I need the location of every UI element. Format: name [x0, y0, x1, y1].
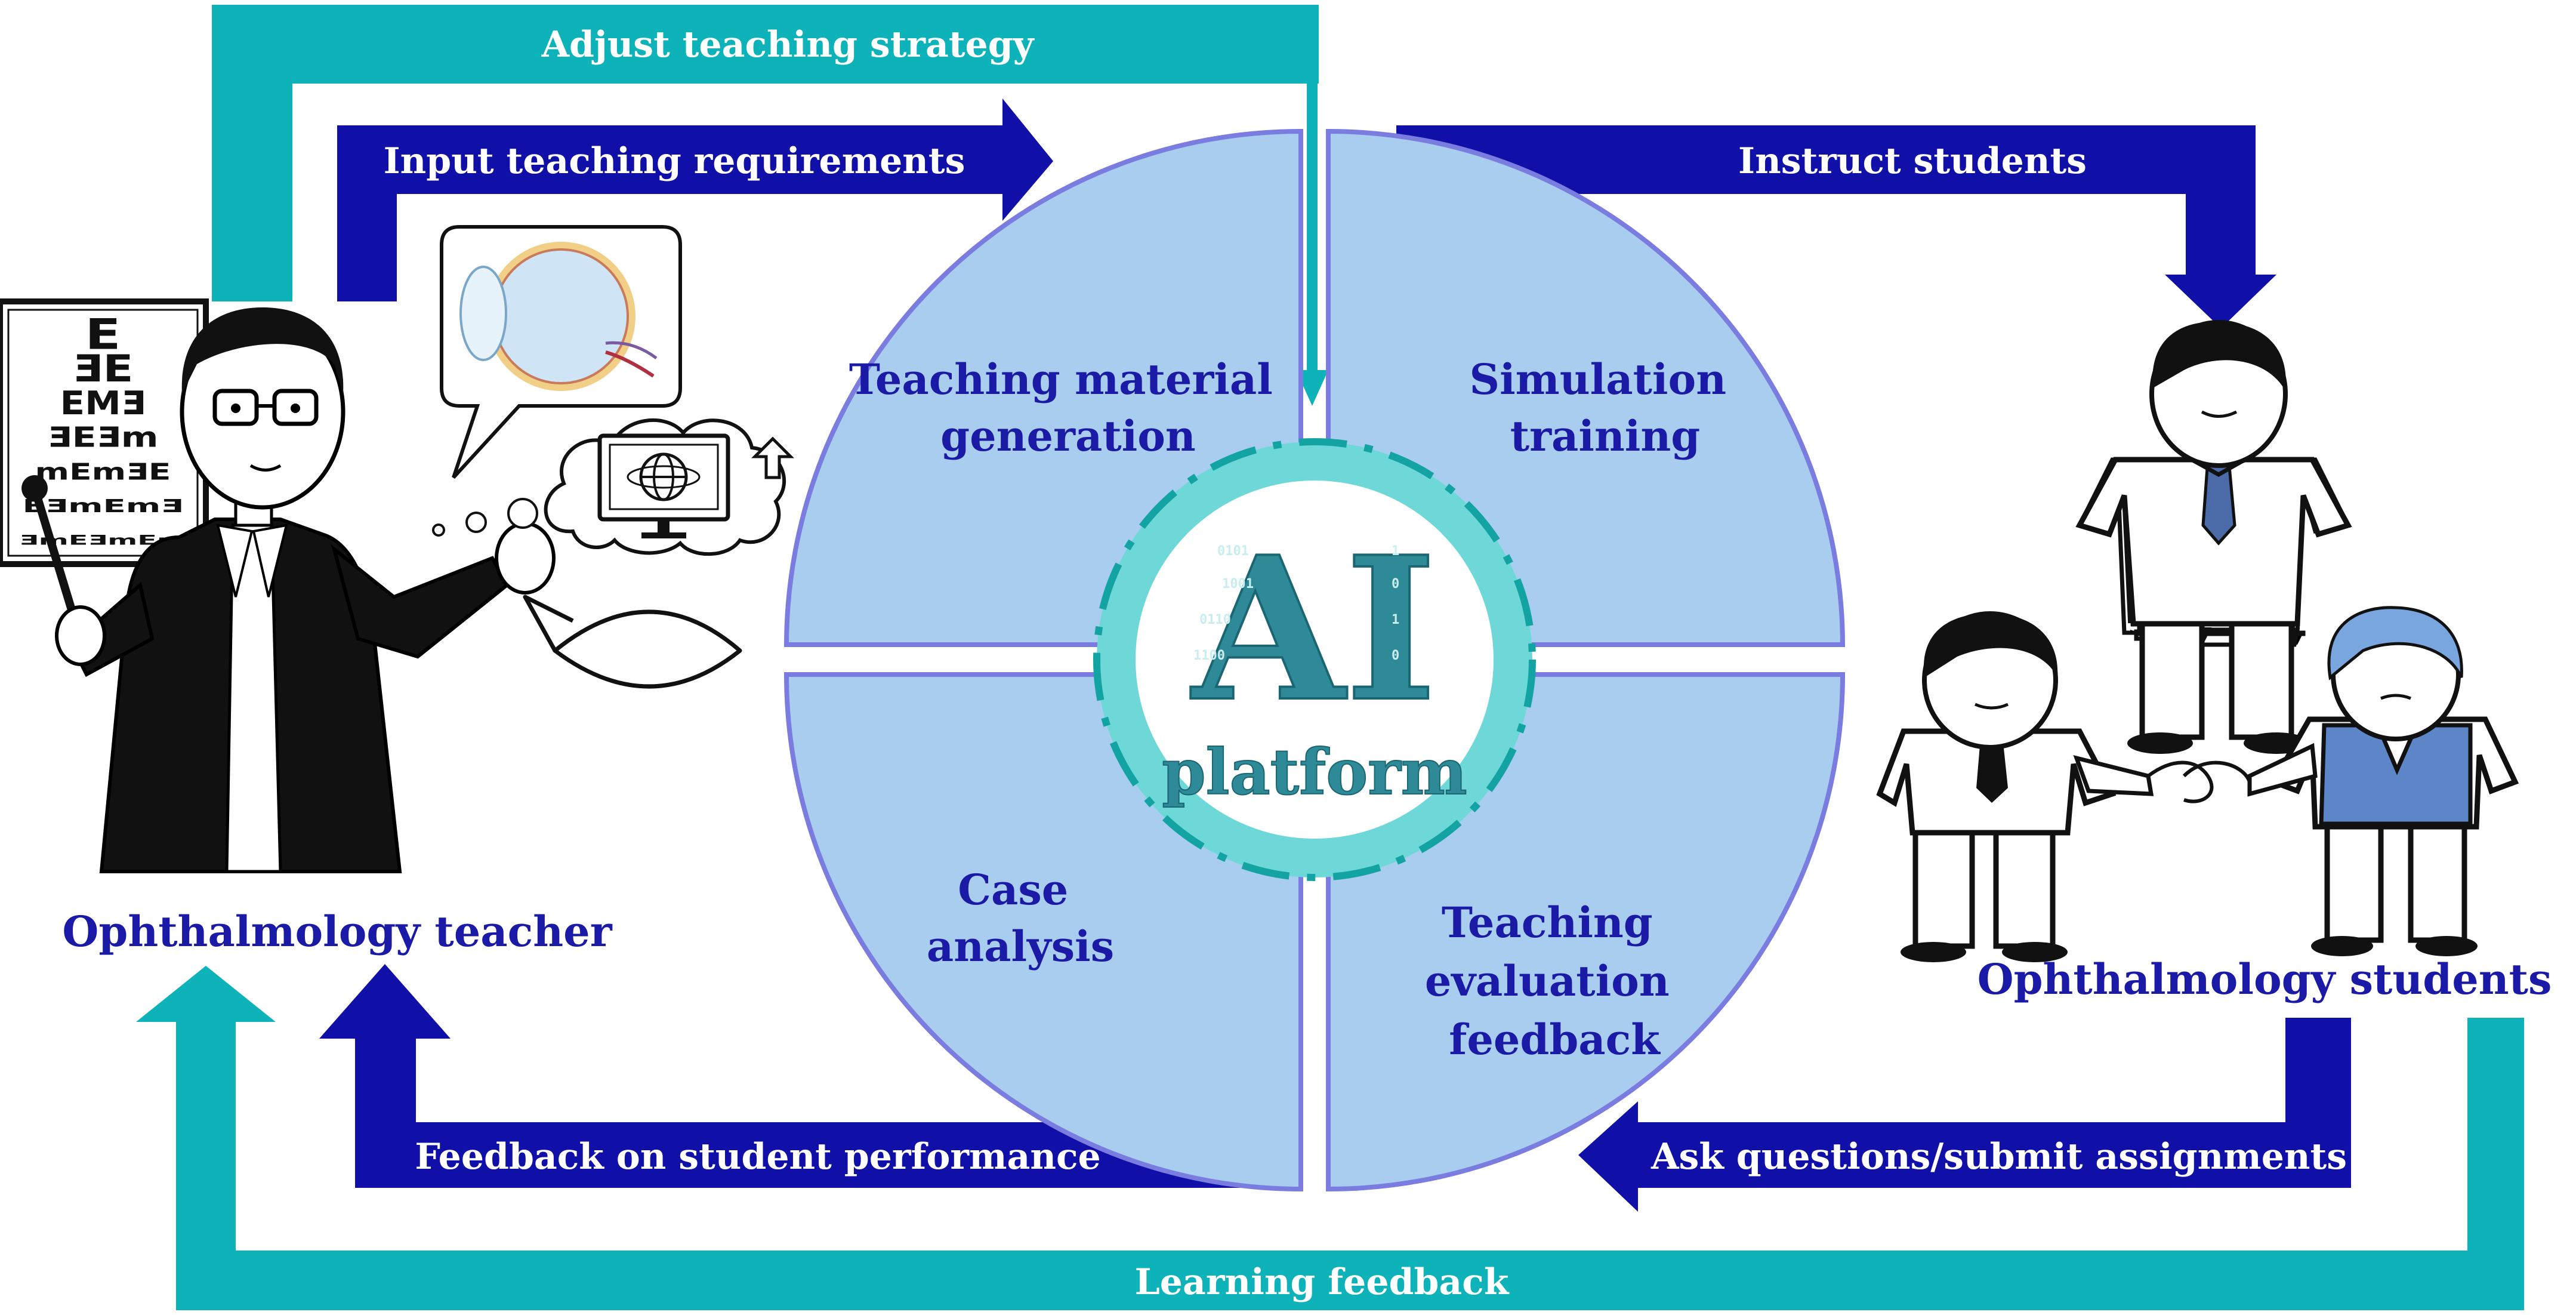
binary-code-icon: 0101 1001 0110 1100 1 0 1 0 — [1193, 544, 1399, 663]
student-top-leg-right-person — [2229, 612, 2294, 740]
input-requirements-body — [337, 98, 1053, 301]
adjust-strategy-arrowhead — [1296, 370, 1328, 406]
input-requirements-label: Input teaching requirements — [384, 140, 965, 182]
instruct-students-label: Instruct students — [1738, 140, 2087, 182]
eye-chart-row: EMƎ — [60, 384, 146, 422]
ask-questions-body — [1578, 1018, 2351, 1212]
student-top-leg-left-person — [2139, 612, 2205, 740]
quadrant-label-line: Teaching — [1442, 898, 1653, 947]
eye-chart-row: EƎmEmƎ — [23, 496, 184, 517]
quadrant-label-line: feedback — [1449, 1015, 1661, 1064]
student-right-arm — [2247, 743, 2318, 797]
students-label: Ophthalmology students — [1977, 954, 2552, 1004]
feedback-performance-body — [319, 964, 1283, 1188]
student-top-shoe-left — [2127, 732, 2193, 754]
student-top-torso — [2075, 457, 2352, 627]
quadrant-label-line: Teaching material — [849, 355, 1273, 404]
instruct-students-arrow: Instruct students — [1396, 125, 2276, 328]
student-left-person — [1876, 611, 2154, 962]
svg-text:1: 1 — [1392, 544, 1399, 559]
eye-chart-row: mEmƎE — [35, 458, 171, 485]
student-top-person — [2075, 320, 2352, 754]
quadrant-label-simulation: Simulation training — [1470, 355, 1741, 461]
quadrant-label-line: evaluation — [1425, 956, 1670, 1006]
ai-inner-disc — [1136, 481, 1494, 839]
eye-chart-row: ƎE — [73, 347, 134, 390]
student-top-hair — [2152, 322, 2286, 391]
adjust-strategy-label: Adjust teaching strategy — [541, 24, 1035, 66]
svg-text:0110: 0110 — [1199, 612, 1231, 627]
input-requirements-arrow: Input teaching requirements — [337, 98, 1053, 301]
computer-globe-icon — [597, 433, 730, 538]
svg-text:0: 0 — [1392, 577, 1399, 592]
eye-outline-icon — [523, 595, 742, 689]
thought-cloud — [432, 418, 795, 556]
teacher-figure-icon — [55, 307, 556, 873]
svg-text:0: 0 — [1392, 648, 1399, 663]
student-right-person — [2247, 606, 2519, 956]
eyeball-cross-section-icon — [459, 242, 658, 391]
svg-text:1: 1 — [1392, 612, 1399, 627]
ask-questions-label: Ask questions/submit assignments — [1651, 1136, 2347, 1178]
eye-chart-row: E — [85, 310, 121, 359]
ask-questions-arrow: Ask questions/submit assignments — [1578, 1018, 2351, 1212]
quadrant-label-line: Simulation — [1470, 355, 1727, 404]
quadrant-label-teaching-material: Teaching material generation — [849, 355, 1287, 461]
learning-feedback-arrowhead — [136, 966, 276, 1022]
students-figures — [1876, 320, 2519, 962]
quadrant-label-line: Case — [958, 865, 1068, 914]
teacher-right-arm — [331, 544, 510, 659]
handshake-icon — [2147, 760, 2251, 803]
teacher-left-hand — [55, 605, 106, 666]
quadrant-label-line: analysis — [927, 922, 1114, 971]
teacher-label: Ophthalmology teacher — [62, 907, 612, 956]
student-right-leg-left — [2324, 821, 2384, 943]
quadrant-label-line: generation — [940, 411, 1196, 461]
student-left-arm — [2073, 755, 2154, 796]
eye-chart-row: ƎEƎm — [48, 421, 159, 454]
ai-platform-core: AI 0101 1001 0110 1100 1 0 1 0 platform — [1093, 438, 1536, 881]
eye-outline-bubble — [523, 595, 742, 689]
teacher-hair — [181, 307, 344, 394]
student-left-leg-right — [1993, 824, 2056, 949]
eye-chart-board — [0, 298, 209, 567]
svg-text:0101: 0101 — [1217, 544, 1249, 559]
ai-ring-dash — [1093, 438, 1536, 881]
feedback-performance-arrow: Feedback on student performance — [319, 964, 1283, 1188]
student-left-leg-left — [1912, 824, 1975, 949]
student-right-hair — [2327, 606, 2463, 680]
student-left-hair — [1923, 613, 2058, 677]
adjust-strategy-band — [212, 5, 1319, 301]
ai-big-text: AI — [1189, 513, 1437, 745]
adjust-strategy-arrow: Adjust teaching strategy — [212, 5, 1328, 406]
feedback-performance-label: Feedback on student performance — [415, 1136, 1100, 1178]
learning-feedback-band — [176, 1018, 2524, 1310]
teacher-right-hand — [495, 522, 556, 595]
student-right-leg-right — [2408, 821, 2467, 943]
learning-feedback-arrow: Learning feedback — [136, 966, 2524, 1310]
quadrant-circle: Teaching material generation Simulation … — [783, 128, 1846, 1192]
svg-text:1001: 1001 — [1222, 577, 1254, 592]
upload-arrow-icon — [751, 436, 795, 479]
instruct-students-body — [1396, 125, 2276, 328]
eyeball-speech-bubble — [440, 225, 682, 479]
svg-text:1100: 1100 — [1193, 648, 1225, 663]
quadrant-label-evaluation: Teaching evaluation feedback — [1425, 898, 1684, 1064]
ai-platform-text: platform — [1162, 735, 1467, 809]
learning-feedback-label: Learning feedback — [1135, 1261, 1510, 1303]
quadrant-label-line: training — [1510, 411, 1701, 461]
quadrant-label-case-analysis: Case analysis — [927, 865, 1114, 971]
adjust-strategy-stem — [1307, 84, 1318, 370]
